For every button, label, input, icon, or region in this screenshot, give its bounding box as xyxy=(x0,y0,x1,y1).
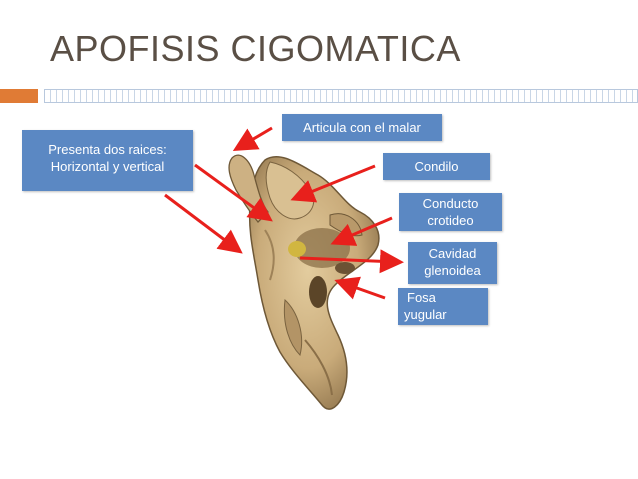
label-condilo: Condilo xyxy=(383,153,490,180)
slide-title: APOFISIS CIGOMATICA xyxy=(50,28,461,69)
label-dos-raices-line1: Presenta dos raices: xyxy=(48,142,167,157)
title-accent-bar xyxy=(0,89,38,103)
arrow-fosa xyxy=(334,276,386,300)
label-conducto: Conducto crotideo xyxy=(399,193,502,231)
temporal-bone-drawing xyxy=(228,154,380,410)
label-fosa: Fosa yugular xyxy=(398,288,488,325)
label-dos-raices-line2: Horizontal y vertical xyxy=(50,159,165,174)
arrow-raiz-vertical xyxy=(164,193,243,254)
label-cavidad-line1: Cavidad xyxy=(428,246,477,261)
arrow-cavidad xyxy=(299,249,404,274)
label-dos-raices: Presenta dos raices: Horizontal y vertic… xyxy=(22,130,193,191)
label-condilo-text: Condilo xyxy=(414,159,459,174)
label-fosa-line2: yugular xyxy=(404,307,447,322)
arrow-condilo xyxy=(290,164,376,203)
arrow-raiz-horizontal xyxy=(194,163,273,222)
arrow-articula xyxy=(232,126,273,152)
label-articula-text: Articula con el malar xyxy=(303,120,421,135)
arrow-conducto xyxy=(330,216,393,246)
label-cavidad-line2: glenoidea xyxy=(424,263,481,278)
label-cavidad: Cavidad glenoidea xyxy=(408,242,497,284)
label-conducto-line2: crotideo xyxy=(427,213,474,228)
label-conducto-line1: Conducto xyxy=(422,196,479,211)
label-fosa-line1: Fosa xyxy=(407,290,436,305)
label-articula-malar: Articula con el malar xyxy=(282,114,442,141)
